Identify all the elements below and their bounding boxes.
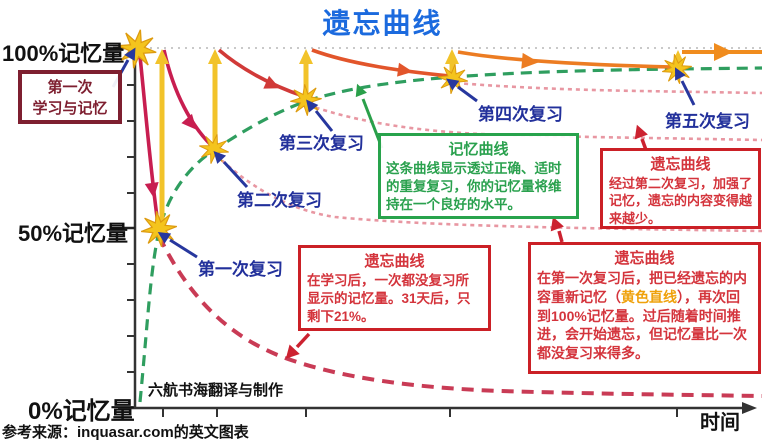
label-pointer-arrows [111,47,696,259]
memory-curve-box-body: 这条曲线显示透过正确、适时的重复复习，你的记忆量将维持在一个良好的水平。 [386,161,562,213]
memory-curve-box: 记忆曲线 这条曲线显示透过正确、适时的重复复习，你的记忆量将维持在一个良好的水平… [378,133,579,219]
star-review-4 [437,63,469,95]
body-pre: 在第一次复习后，把已经遗忘的内容重新记忆（ [537,270,747,305]
forgetting-after-second-body: 经过第二次复习，加强了记忆，遗忘的内容变得越来越少。 [609,176,753,226]
y-axis-label-100: 100%记忆量 [2,41,125,66]
maker-credit: 六航书海翻译与制作 [148,382,284,399]
memory-curve-box-title: 记忆曲线 [448,141,509,158]
forgetting-no-review-box: 遗忘曲线 在学习后，一次都没复习所显示的记忆量。31天后，只剩下21%。 [298,245,491,331]
y-axis-label-0: 0%记忆量 [28,398,135,425]
red-box-pointer-arrows [285,124,648,359]
forgetting-after-second-title: 遗忘曲线 [650,156,711,173]
x-axis [118,402,757,417]
yellow-line-highlight: 黄色直线 [621,288,677,305]
y-axis [110,45,137,408]
y-axis-label-50: 50%记忆量 [18,221,129,246]
forgetting-after-first-box: 遗忘曲线 在第一次复习后，把已经遗忘的内容重新记忆（黄色直线），再次回到100%… [528,242,761,374]
review-1-label: 第一次复习 [198,260,283,279]
review-5-label: 第五次复习 [665,112,750,131]
forgetting-no-review-title: 遗忘曲线 [364,253,425,270]
star-review-2 [199,134,229,164]
memory-curve [138,66,763,403]
no-review-forgetting-curve [157,235,763,398]
forgetting-after-second-box: 遗忘曲线 经过第二次复习，加强了记忆，遗忘的内容变得越来越少。 [600,148,761,229]
source-credit: 参考来源：inquasar.com的英文图表 [2,424,249,441]
review-stars [117,29,692,248]
x-axis-label: 时间 [700,412,740,434]
first-learning-line1: 第一次 [47,79,93,96]
forgetting-after-first-title: 遗忘曲线 [614,250,675,267]
review-4-label: 第四次复习 [478,105,563,124]
forgetting-after-first-body: 在第一次复习后，把已经遗忘的内容重新记忆（黄色直线），再次回到100%记忆量。过… [537,269,752,363]
star-review-1 [140,210,178,248]
forgetting-no-review-body: 在学习后，一次都没复习所显示的记忆量。31天后，只剩下21%。 [307,273,471,325]
review-3-label: 第三次复习 [279,134,364,153]
star-first-learning [117,29,157,69]
page-title: 遗忘曲线 [322,8,443,39]
first-learning-box: 第一次 学习与记忆 [18,70,122,124]
review-2-label: 第二次复习 [237,191,322,210]
body-post: ），再次回到100%记忆量。过后随着时间推进，会开始遗忘，但记忆量比一次都没复习… [537,288,747,361]
first-learning-line2: 学习与记忆 [32,100,108,117]
